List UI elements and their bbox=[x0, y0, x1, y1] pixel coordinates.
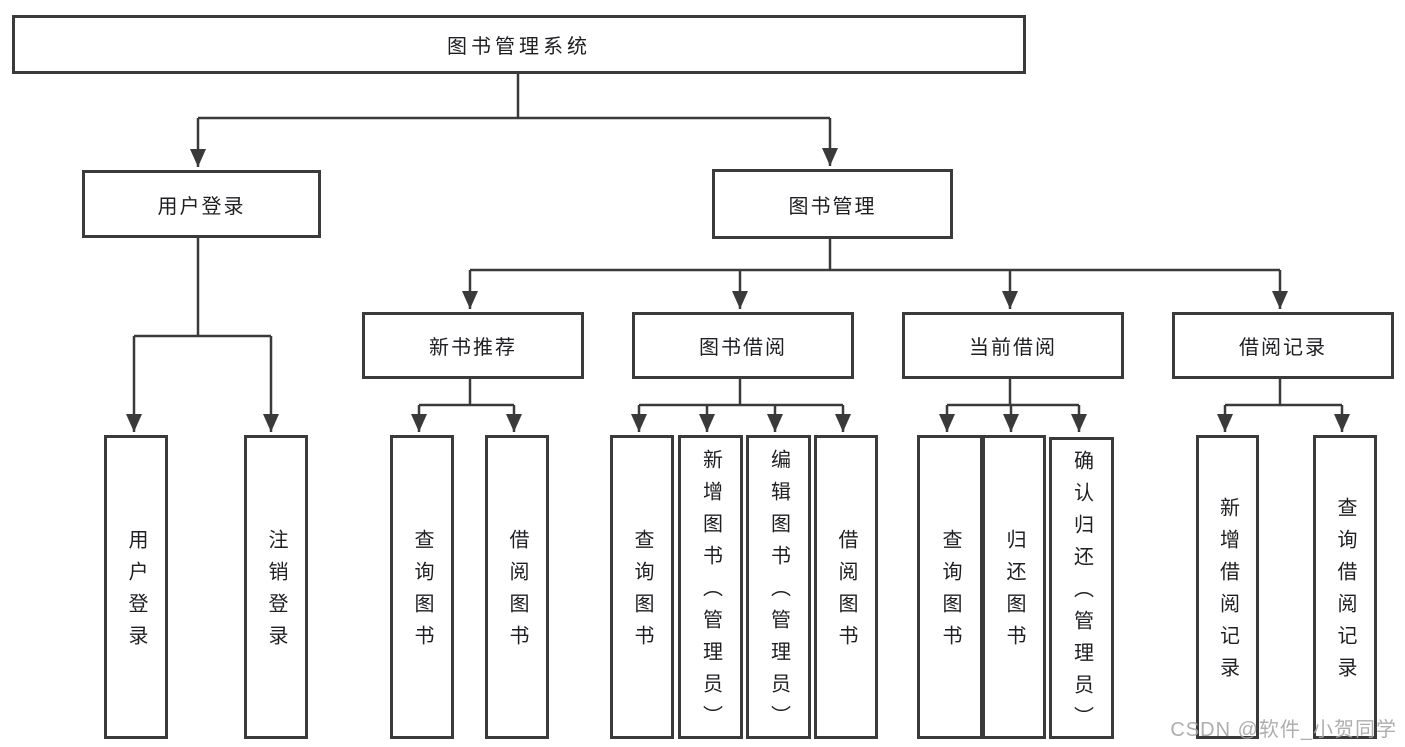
leaf-user-login-label: 用户登录 bbox=[125, 529, 147, 657]
node-user-login: 用户登录 bbox=[82, 170, 321, 238]
leaf-query-borrow-record: 查询借阅记录 bbox=[1313, 435, 1377, 739]
node-borrowing-records: 借阅记录 bbox=[1172, 312, 1394, 379]
connector-book-borrow-children bbox=[631, 373, 851, 432]
leaf-edit-book-admin-label: 编辑图书（管理员） bbox=[767, 449, 790, 737]
connector-user-login-children bbox=[126, 232, 279, 432]
leaf-query-books-3-label: 查询图书 bbox=[939, 529, 961, 657]
leaf-add-borrow-record: 新增借阅记录 bbox=[1196, 435, 1259, 739]
connector-current-borrow-children bbox=[939, 373, 1087, 432]
leaf-edit-book-admin: 编辑图书（管理员） bbox=[746, 435, 811, 739]
leaf-query-books-1-label: 查询图书 bbox=[411, 529, 433, 657]
leaf-logout-login-label: 注销登录 bbox=[265, 529, 287, 657]
node-root: 图书管理系统 bbox=[12, 15, 1026, 74]
leaf-query-borrow-record-label: 查询借阅记录 bbox=[1334, 497, 1356, 689]
node-new-book-recommend: 新书推荐 bbox=[362, 312, 584, 379]
leaf-query-books-1: 查询图书 bbox=[390, 435, 454, 739]
csdn-watermark: CSDN @软件_小贺同学 bbox=[1170, 719, 1397, 741]
leaf-confirm-return-admin: 确认归还（管理员） bbox=[1049, 437, 1114, 739]
node-book-borrowing: 图书借阅 bbox=[632, 312, 854, 379]
leaf-add-book-admin-label: 新增图书（管理员） bbox=[699, 449, 722, 737]
leaf-logout-login: 注销登录 bbox=[244, 435, 308, 739]
leaf-add-book-admin: 新增图书（管理员） bbox=[678, 435, 743, 739]
leaf-return-books-label: 归还图书 bbox=[1003, 529, 1025, 657]
leaf-borrow-books-2-label: 借阅图书 bbox=[835, 529, 857, 657]
node-current-borrowing: 当前借阅 bbox=[902, 312, 1124, 379]
node-book-mgmt: 图书管理 bbox=[712, 169, 953, 239]
leaf-query-books-2-label: 查询图书 bbox=[631, 529, 653, 657]
connector-book-mgmt-sections bbox=[462, 233, 1288, 309]
leaf-borrow-books-1-label: 借阅图书 bbox=[506, 529, 528, 657]
leaf-confirm-return-admin-label: 确认归还（管理员） bbox=[1070, 450, 1093, 738]
leaf-user-login: 用户登录 bbox=[104, 435, 168, 739]
connector-root-to-level2 bbox=[190, 68, 838, 167]
leaf-add-borrow-record-label: 新增借阅记录 bbox=[1216, 497, 1239, 689]
connector-new-book-children bbox=[411, 373, 522, 432]
leaf-borrow-books-2: 借阅图书 bbox=[814, 435, 878, 739]
leaf-borrow-books-1: 借阅图书 bbox=[485, 435, 549, 739]
connector-borrow-records-children bbox=[1217, 373, 1350, 432]
leaf-query-books-3: 查询图书 bbox=[917, 435, 983, 739]
leaf-return-books: 归还图书 bbox=[982, 435, 1046, 739]
leaf-query-books-2: 查询图书 bbox=[610, 435, 674, 739]
